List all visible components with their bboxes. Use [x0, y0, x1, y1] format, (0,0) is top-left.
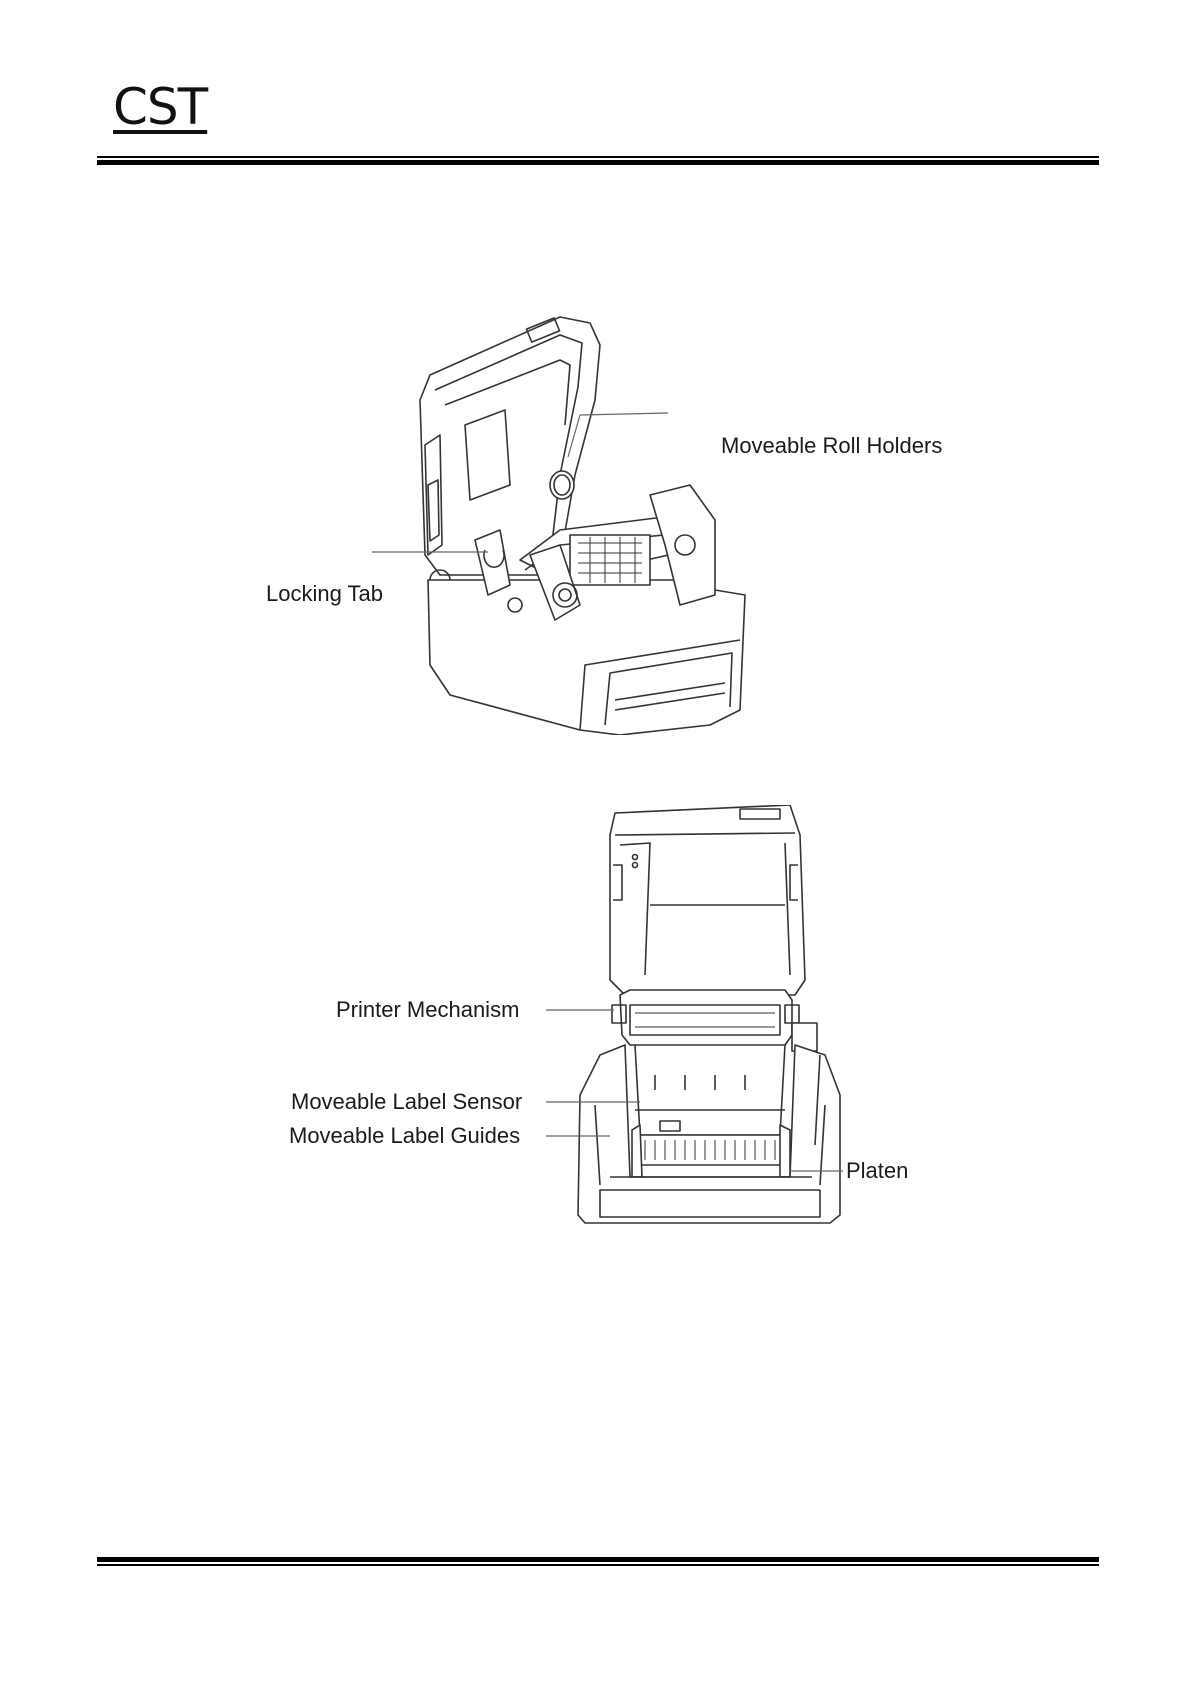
- header-rule: [97, 156, 1099, 165]
- callout-moveable-label-guides: Moveable Label Guides: [289, 1125, 520, 1147]
- callout-platen: Platen: [846, 1160, 908, 1182]
- brand-logo-text: CST: [113, 82, 207, 132]
- callout-printer-mechanism: Printer Mechanism: [336, 999, 519, 1021]
- printer-open-iso-figure: [260, 305, 980, 735]
- footer-rule: [97, 1557, 1099, 1566]
- callout-moveable-label-sensor: Moveable Label Sensor: [291, 1091, 522, 1113]
- printer-open-front-figure: [540, 805, 870, 1225]
- callout-moveable-roll-holders: Moveable Roll Holders: [721, 435, 942, 457]
- callout-locking-tab: Locking Tab: [266, 583, 383, 605]
